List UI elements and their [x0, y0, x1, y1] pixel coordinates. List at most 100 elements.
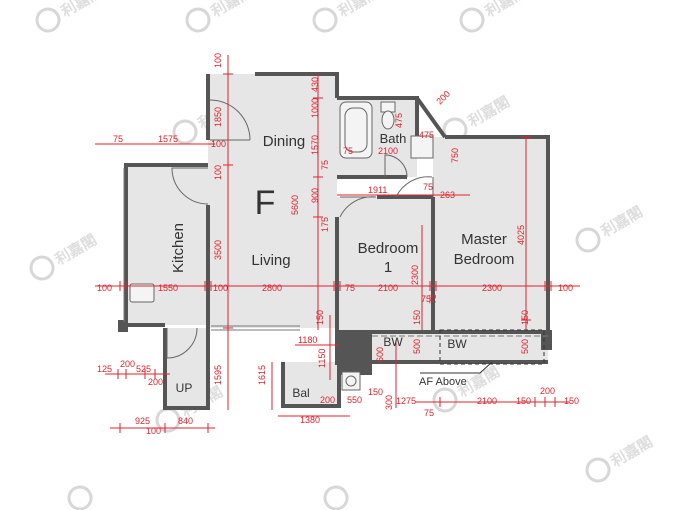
master-door	[395, 176, 434, 198]
af-above-label: AF Above	[419, 376, 467, 388]
dim-label: 100	[97, 283, 112, 293]
dim-label: 525	[136, 364, 151, 374]
dim-label: 475	[419, 130, 434, 140]
watermark-text: 利嘉閣	[208, 0, 256, 21]
bay-window-floor	[372, 332, 548, 362]
dim-label: 75	[428, 294, 438, 304]
dimension-labels: 100 430 1850 1000 1570 475 200 75 1575 1…	[97, 53, 579, 436]
entry-door	[209, 99, 251, 141]
kitchen-sink	[129, 283, 155, 303]
dim-label: 475	[394, 113, 404, 128]
dim-label: 150	[516, 396, 531, 406]
dim-label: 5600	[290, 195, 300, 215]
vanity	[410, 135, 434, 159]
bay-window-label: BW	[383, 335, 403, 349]
dim-label: 263	[440, 190, 455, 200]
watermark-logo: 利嘉閣	[312, 0, 383, 33]
dimension-ticks	[117, 73, 556, 433]
dim-label: 1380	[300, 415, 320, 425]
living-dining-floor	[170, 74, 337, 328]
dim-label: 750	[450, 148, 460, 163]
dim-label: 300	[384, 395, 394, 410]
column	[118, 320, 128, 332]
dim-label: 840	[178, 416, 193, 426]
watermark-text: 利嘉閣	[598, 203, 646, 241]
bay-window-label: BW	[447, 337, 467, 351]
dimension-lines	[95, 55, 580, 429]
bath-label: Bath	[380, 131, 407, 146]
af-above-outline	[439, 329, 545, 365]
dim-label: 125	[97, 364, 112, 374]
bedroom1-door	[339, 196, 377, 218]
dim-label: 430	[310, 77, 320, 92]
watermark-logo	[323, 485, 349, 510]
dim-label: 100	[213, 165, 223, 180]
watermark-logo: 利嘉閣	[29, 231, 100, 281]
toilet-bowl	[381, 110, 395, 130]
dining-label: Dining	[263, 133, 306, 150]
walls	[118, 72, 550, 410]
dim-label: 500	[520, 339, 530, 354]
dim-label: 2100	[378, 146, 398, 156]
bath-diag-wall	[415, 96, 447, 139]
balcony-label: Bal	[292, 386, 309, 400]
dim-label: 200	[148, 377, 163, 387]
dim-label: 500	[412, 339, 422, 354]
dim-label: 1150	[317, 349, 327, 368]
dim-label: 1575	[158, 134, 178, 144]
dim-label: 75	[343, 146, 353, 156]
dim-label: 75	[424, 408, 434, 418]
dim-label: 2300	[410, 265, 420, 285]
dim-label: 1275	[396, 396, 416, 406]
room-fills	[126, 74, 548, 408]
watermark-logo	[67, 485, 93, 510]
bedroom1-floor	[337, 197, 433, 332]
dim-label: 100	[213, 53, 223, 68]
up-floor	[165, 328, 208, 408]
dim-label: 100	[211, 139, 226, 149]
master-bedroom-floor	[433, 137, 548, 332]
washing-machine-drum	[345, 375, 357, 387]
columns	[118, 320, 552, 375]
up-door	[166, 327, 198, 359]
dim-label: 75	[113, 134, 123, 144]
fixtures	[129, 101, 434, 391]
dim-label: 2100	[477, 396, 497, 406]
dim-label: 100	[146, 426, 161, 436]
dim-label: 150	[412, 310, 422, 325]
watermark-text: 利嘉閣	[608, 433, 656, 471]
dim-label: 200	[320, 395, 335, 405]
windows	[123, 168, 548, 337]
north-west-wall	[255, 72, 339, 98]
dim-label: 1000	[310, 98, 320, 118]
dim-label: 150	[564, 396, 579, 406]
watermark-text: 利嘉閣	[52, 231, 100, 269]
bath-door	[384, 154, 408, 178]
dim-label: 3500	[213, 240, 223, 260]
up-wall	[163, 328, 210, 410]
dim-label: 600	[375, 347, 385, 362]
master-label-line1: Master	[461, 231, 507, 248]
watermark-logo: 利嘉閣	[575, 203, 646, 253]
column	[339, 330, 372, 375]
dim-label: 925	[135, 416, 150, 426]
dim-label: 75	[421, 294, 431, 304]
dim-label: 200	[120, 359, 135, 369]
master-north-wall	[445, 135, 550, 332]
dim-label: 1615	[257, 365, 267, 385]
watermark-logo: 利嘉閣	[35, 0, 106, 33]
dim-label: 1595	[213, 365, 223, 385]
dim-label: 2300	[482, 283, 502, 293]
dim-label: 150	[520, 310, 530, 325]
dim-label: 900	[310, 188, 320, 203]
unit-label: F	[255, 184, 276, 222]
dim-label: 1550	[158, 283, 178, 293]
dim-label: 175	[320, 217, 330, 232]
kitchen-door	[171, 167, 209, 205]
dim-label: 2100	[378, 283, 398, 293]
dim-label: 200	[434, 89, 452, 107]
doors	[166, 99, 434, 359]
column	[541, 330, 552, 350]
dim-label: 75	[345, 283, 355, 293]
